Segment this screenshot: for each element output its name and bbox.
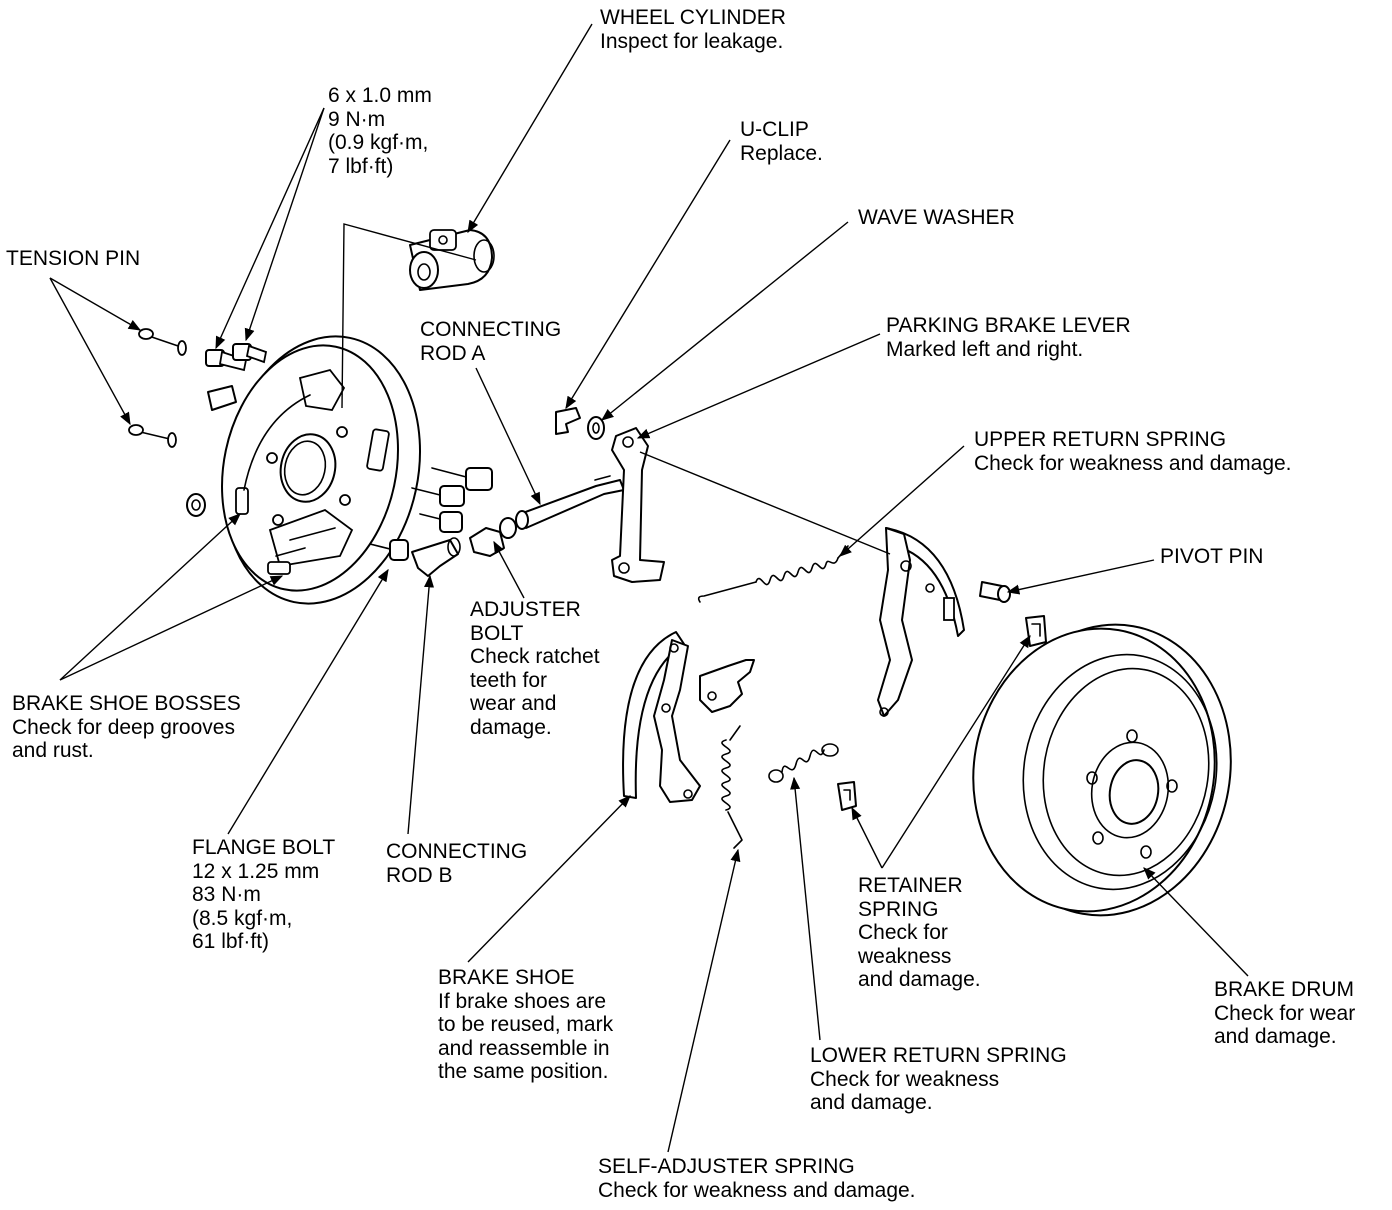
flange-bolt-torque-lbf: 61 lbf·ft)	[192, 930, 270, 953]
lower-return-spring-label: LOWER RETURN SPRING Check for weakness a…	[810, 1044, 1067, 1115]
self-adjuster-spring-title: SELF-ADJUSTER SPRING	[598, 1155, 855, 1178]
flange-bolt-label: FLANGE BOLT 12 x 1.25 mm 83 N·m (8.5 kgf…	[192, 836, 335, 954]
flange-bolt-torque-kgf: (8.5 kgf·m,	[192, 906, 293, 930]
brake-shoe-label: BRAKE SHOE If brake shoes are to be reus…	[438, 966, 613, 1084]
backing-plate	[221, 335, 422, 605]
pivot-pin-label: PIVOT PIN	[1160, 545, 1263, 569]
brake-drum-note1: Check for wear	[1214, 1001, 1356, 1025]
pivot-pin-title: PIVOT PIN	[1160, 545, 1264, 568]
adjuster-bolt-line2: BOLT	[470, 621, 524, 645]
tension-pin-title: TENSION PIN	[6, 247, 141, 270]
u-clip-title: U-CLIP	[740, 118, 809, 141]
wheel-cylinder-note: Inspect for leakage.	[600, 29, 784, 53]
brake-drum-title: BRAKE DRUM	[1214, 978, 1355, 1001]
connecting-rod-a-part	[515, 475, 625, 530]
bolt-6mm-torque-kgf: (0.9 kgf·m,	[328, 131, 429, 154]
retainer-spring-note2: weakness	[858, 944, 952, 968]
brake-drum-note2: and damage.	[1214, 1025, 1337, 1048]
parking-brake-lever-part	[611, 427, 665, 583]
parking-brake-lever-note: Marked left and right.	[886, 337, 1084, 361]
u-clip-note: Replace.	[740, 141, 823, 165]
connecting-rod-b-part	[411, 537, 461, 577]
connecting-rod-b-line2: ROD B	[386, 863, 453, 887]
brake-shoe-note3: and reassemble in	[438, 1036, 610, 1060]
leader-lines	[49, 23, 1249, 1153]
connecting-rod-a-label: CONNECTING ROD A	[420, 318, 561, 365]
bolt-6mm-size: 6 x 1.0 mm	[328, 84, 432, 107]
upper-return-spring-part	[697, 545, 849, 603]
bolt-6mm-torque-lbf: 7 lbf·ft)	[328, 154, 394, 178]
wave-washer-part	[587, 416, 605, 440]
pivot-pin-part	[979, 581, 1011, 603]
brake-shoe-bosses-label: BRAKE SHOE BOSSES Check for deep grooves…	[12, 692, 241, 763]
brake-drum-label: BRAKE DRUM Check for wear and damage.	[1214, 978, 1355, 1049]
flange-bolts	[369, 467, 493, 561]
upper-return-spring-title: UPPER RETURN SPRING	[974, 428, 1227, 451]
self-adjuster-spring-label: SELF-ADJUSTER SPRING Check for weakness …	[598, 1155, 916, 1202]
lower-return-spring-note1: Check for weakness	[810, 1067, 1000, 1091]
connecting-rod-a-line1: CONNECTING	[420, 318, 562, 341]
adjuster-bolt-note2: teeth for	[470, 668, 548, 692]
bolts-6mm	[205, 343, 268, 372]
brake-shoe-note1: If brake shoes are	[438, 989, 607, 1013]
retainer-spring-line2: SPRING	[858, 897, 939, 921]
wave-washer-title: WAVE WASHER	[858, 206, 1015, 229]
brake-shoe-bosses-note1: Check for deep grooves	[12, 715, 235, 739]
adjuster-bolt-label: ADJUSTER BOLT Check ratchet teeth for we…	[470, 598, 600, 739]
retainer-spring-right	[1025, 615, 1047, 647]
brake-drum-part	[972, 623, 1232, 917]
upper-return-spring-note: Check for weakness and damage.	[974, 451, 1292, 475]
connecting-rod-a-line2: ROD A	[420, 341, 486, 365]
adjuster-bolt-note3: wear and	[470, 692, 557, 715]
retainer-spring-note3: and damage.	[858, 968, 981, 991]
self-adjuster-spring-part	[721, 725, 743, 849]
u-clip-part	[555, 407, 581, 435]
connecting-rod-b-label: CONNECTING ROD B	[386, 840, 527, 887]
shoe-hold-caps	[186, 385, 237, 517]
bolt-6mm-label: 6 x 1.0 mm 9 N·m (0.9 kgf·m, 7 lbf·ft)	[328, 84, 432, 178]
bolt-6mm-torque: 9 N·m	[328, 107, 386, 131]
lower-return-spring-part	[768, 743, 839, 783]
flange-bolt-torque: 83 N·m	[192, 883, 261, 906]
u-clip-label: U-CLIP Replace.	[740, 118, 823, 165]
wave-washer-label: WAVE WASHER	[858, 206, 1015, 230]
retainer-spring-note1: Check for	[858, 921, 948, 944]
lower-return-spring-note2: and damage.	[810, 1091, 933, 1114]
wheel-cylinder	[409, 229, 495, 291]
parking-brake-lever-title: PARKING BRAKE LEVER	[886, 314, 1131, 337]
brake-shoe-note4: the same position.	[438, 1060, 609, 1083]
brake-shoe-bosses-title: BRAKE SHOE BOSSES	[12, 692, 241, 715]
retainer-spring-label: RETAINER SPRING Check for weakness and d…	[858, 874, 981, 992]
lower-return-spring-title: LOWER RETURN SPRING	[810, 1044, 1067, 1067]
retainer-spring-line1: RETAINER	[858, 874, 963, 897]
brake-shoe-bosses-note2: and rust.	[12, 739, 94, 762]
tension-pins	[128, 328, 187, 448]
parking-brake-lever-label: PARKING BRAKE LEVER Marked left and righ…	[886, 314, 1131, 361]
flange-bolt-title: FLANGE BOLT	[192, 836, 336, 859]
adjuster-bolt-part	[469, 517, 517, 557]
wheel-cylinder-title: WHEEL CYLINDER	[600, 6, 786, 29]
brake-shoe-note2: to be reused, mark	[438, 1013, 614, 1036]
brake-shoe-title: BRAKE SHOE	[438, 966, 575, 989]
adjuster-bolt-note4: damage.	[470, 715, 552, 739]
retainer-spring-left	[837, 781, 857, 811]
self-adjuster-spring-note: Check for weakness and damage.	[598, 1178, 916, 1202]
brake-shoe-right	[877, 527, 965, 717]
adjuster-lever	[699, 659, 755, 713]
adjuster-bolt-note1: Check ratchet	[470, 645, 600, 668]
brake-shoe-left	[622, 631, 701, 803]
wheel-cylinder-label: WHEEL CYLINDER Inspect for leakage.	[600, 6, 786, 53]
flange-bolt-size: 12 x 1.25 mm	[192, 859, 320, 883]
connecting-rod-b-line1: CONNECTING	[386, 840, 528, 863]
tension-pin-label: TENSION PIN	[6, 247, 140, 271]
upper-return-spring-label: UPPER RETURN SPRING Check for weakness a…	[974, 428, 1292, 475]
adjuster-bolt-line1: ADJUSTER	[470, 598, 581, 621]
